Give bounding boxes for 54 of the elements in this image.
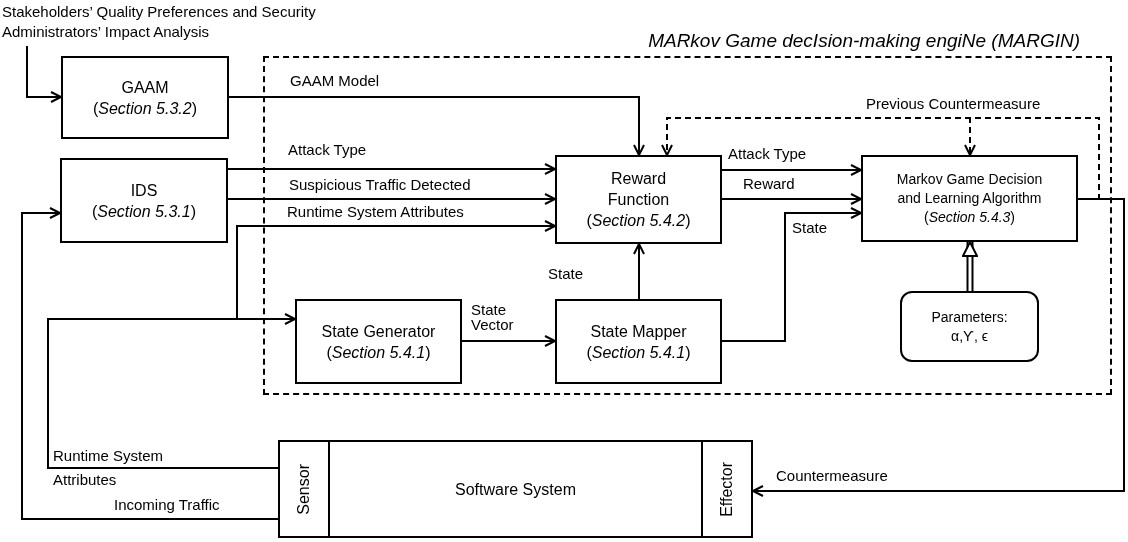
arrow bbox=[633, 243, 645, 300]
section-reference: (Section 5.3.2) bbox=[92, 98, 198, 119]
edge-label: Attack Type bbox=[288, 142, 367, 157]
arrow bbox=[964, 117, 1100, 200]
arrow bbox=[752, 198, 1125, 497]
section-reference: (Section 5.3.1) bbox=[91, 201, 197, 222]
box-title: IDS bbox=[130, 180, 158, 201]
edge-label: State bbox=[548, 266, 584, 281]
engine-title: MARkov Game decIsion-making engiNe (MARGIN) bbox=[648, 29, 1080, 53]
box-title: Markov Game Decision and Learning Algorithm bbox=[895, 170, 1044, 208]
arrow bbox=[47, 313, 296, 469]
system-box bbox=[278, 440, 753, 538]
arrow bbox=[227, 163, 556, 175]
process-box bbox=[861, 155, 1078, 242]
double-arrow bbox=[962, 241, 978, 291]
edge-label: State Vector bbox=[471, 302, 515, 332]
process-box bbox=[60, 158, 228, 243]
arrow bbox=[26, 45, 62, 103]
edge-label: GAAM Model bbox=[290, 73, 380, 88]
parameter-text: Parameters: bbox=[931, 307, 1008, 327]
arrow bbox=[227, 193, 556, 205]
process-box bbox=[295, 299, 462, 384]
edge-label: Countermeasure bbox=[776, 468, 888, 483]
arrow bbox=[461, 335, 556, 347]
arrow bbox=[228, 96, 645, 156]
arrow bbox=[21, 207, 279, 520]
system-label: Software System bbox=[454, 480, 577, 500]
arrow bbox=[721, 193, 862, 205]
section-reference: (Section 5.4.1) bbox=[586, 342, 691, 363]
box-title: Reward Function bbox=[606, 169, 671, 210]
arrow bbox=[721, 164, 862, 176]
box-title: State Mapper bbox=[590, 321, 687, 342]
edge-label: Attack Type bbox=[728, 146, 807, 161]
parameter-text: α,ϒ, ϵ bbox=[951, 326, 988, 346]
edge-label: State bbox=[792, 220, 828, 235]
edge-label: Runtime System Attributes bbox=[287, 204, 464, 219]
edge-label: Previous Countermeasure bbox=[866, 96, 1041, 111]
sensor-label: Sensor bbox=[294, 463, 313, 515]
box-title: State Generator bbox=[321, 321, 436, 342]
process-box bbox=[555, 155, 722, 244]
edge-label: Suspicious Traffic Detected bbox=[289, 177, 471, 192]
input-label: Stakeholders’ Quality Preferences and Security Administrators’ Impact Analysis bbox=[2, 2, 317, 42]
process-box bbox=[555, 299, 722, 384]
effector-label: Effector bbox=[717, 461, 736, 517]
parameter-box bbox=[900, 291, 1039, 362]
section-reference: (Section 5.4.1) bbox=[326, 342, 431, 363]
section-reference: (Section 5.4.2) bbox=[586, 211, 691, 231]
arrow bbox=[721, 207, 862, 342]
edge-label: Runtime System Attributes bbox=[53, 446, 165, 490]
process-box bbox=[61, 56, 229, 139]
edge-label: Incoming Traffic bbox=[114, 497, 220, 512]
edge-label: Reward bbox=[743, 176, 795, 191]
section-reference: (Section 5.4.3) bbox=[923, 208, 1016, 227]
box-title: GAAM bbox=[121, 77, 169, 98]
